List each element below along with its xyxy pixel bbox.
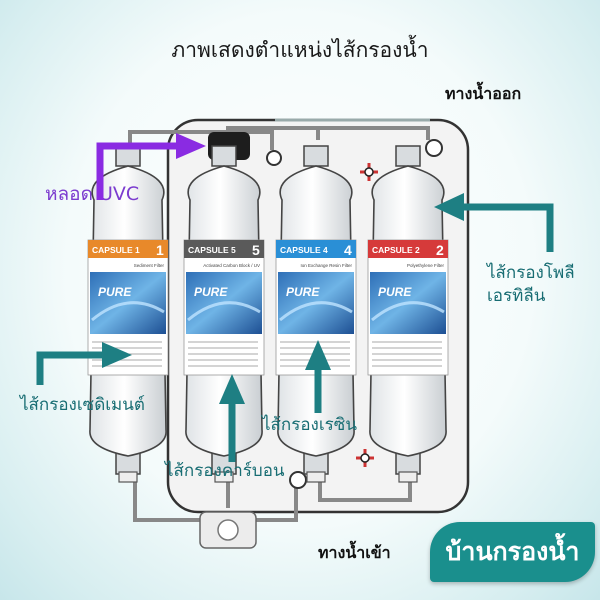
capsule-number: 1 <box>156 242 164 258</box>
capsule-header <box>88 240 168 258</box>
capsule-brandmark: PURE <box>98 285 132 299</box>
capsule-subtitle: Sediment Filter <box>134 263 165 268</box>
brand-logo: บ้านกรองน้ำ <box>430 522 595 582</box>
capsule-subtitle: Ion Exchange Resin Filter <box>300 263 352 268</box>
uvc-label: หลอด UVC <box>45 183 140 205</box>
capsule-subtitle: Activated Carbon Block / UV <box>203 263 260 268</box>
inlet-label: ทางน้ำเข้า <box>318 543 391 562</box>
valve-left <box>266 150 282 166</box>
capsule-header <box>184 240 264 258</box>
capsule-number: 4 <box>344 242 352 258</box>
capsule-subtitle: Polyethylene Filter <box>407 263 445 268</box>
page-title: ภาพเสดงตำแหน่งไส้กรองน้ำ <box>171 38 429 62</box>
capsule-header <box>368 240 448 258</box>
capsule-header <box>276 240 356 258</box>
capsule-brandmark: PURE <box>194 285 228 299</box>
sediment-label: ไส้กรองเซดิเมนต์ <box>20 395 145 415</box>
capsule-number: 2 <box>436 242 444 258</box>
capsule-name: CAPSULE 5 <box>188 245 236 255</box>
polyethylene-label: ไส้กรองโพลี เอรทิลีน <box>487 263 575 306</box>
capsule-brandmark: PURE <box>286 285 320 299</box>
capsule-name: CAPSULE 4 <box>280 245 328 255</box>
capsule-brandmark: PURE <box>378 285 412 299</box>
resin-label: ไส้กรองเรซิน <box>262 415 357 435</box>
carbon-label: ไส้กรองคาร์บอน <box>165 461 285 481</box>
inlet-fitting <box>289 471 307 489</box>
outlet-label: ทางน้ำออก <box>445 84 522 103</box>
capsule-name: CAPSULE 2 <box>372 245 420 255</box>
capsule-number: 5 <box>252 242 260 258</box>
capsule-name: CAPSULE 1 <box>92 245 140 255</box>
outlet-fitting <box>425 139 443 157</box>
